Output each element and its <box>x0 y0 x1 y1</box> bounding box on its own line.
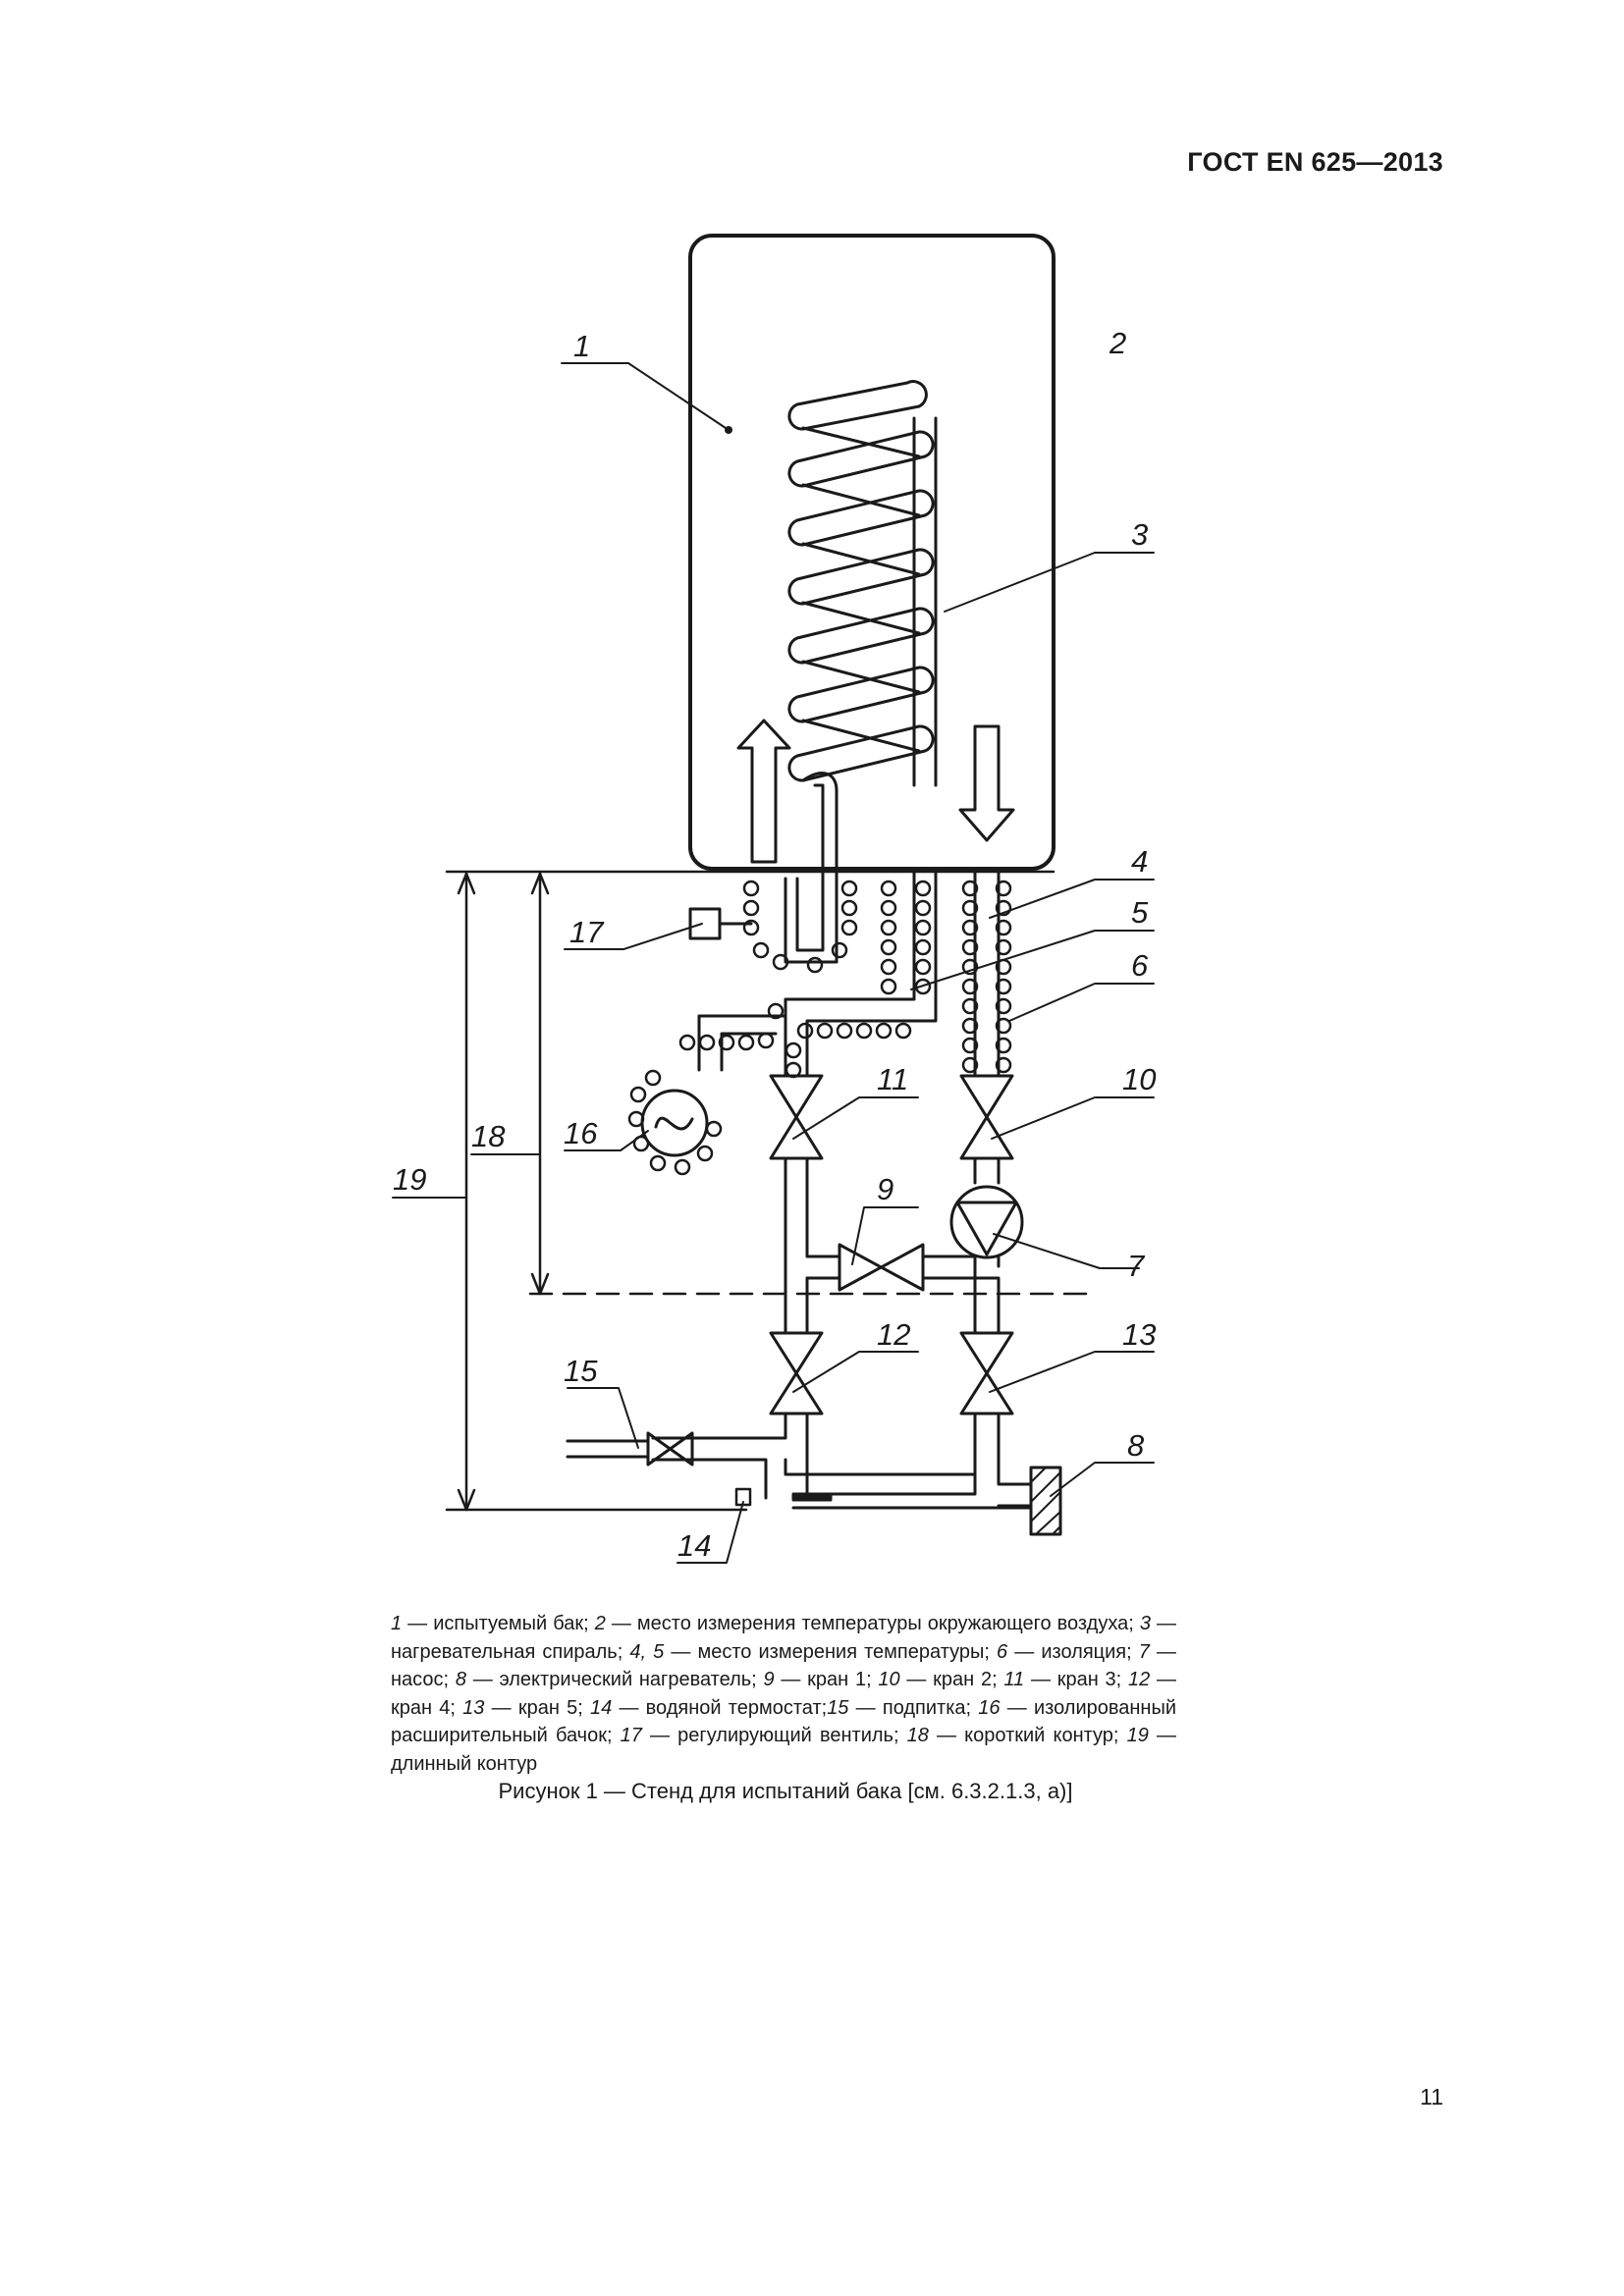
legend-item-text: — электрический нагреватель; <box>465 1669 764 1691</box>
callout-8: 8 <box>1127 1428 1145 1463</box>
callout-17: 17 <box>569 915 605 949</box>
legend-item-text: — длинный контур <box>391 1725 1176 1775</box>
legend-item-text: — кран 2; <box>899 1669 1004 1691</box>
legend-item-text: — насос; <box>391 1640 1176 1691</box>
legend-item-text: — место измерения температуры; <box>664 1640 998 1663</box>
callout-9: 9 <box>877 1172 893 1206</box>
electric-heater <box>1029 1466 1062 1536</box>
supply-pipe <box>697 870 938 1077</box>
return-pipe <box>973 870 1001 1078</box>
legend-item-text: — кран 1; <box>774 1669 879 1691</box>
legend-item-number: 11 <box>1003 1669 1025 1691</box>
dimension-short-loop <box>530 872 550 1296</box>
feed-valve <box>646 1431 694 1467</box>
callout-7: 7 <box>1127 1249 1146 1283</box>
legend-item-text: — место измерения температуры окружающег… <box>605 1613 1140 1634</box>
insulation-return <box>961 880 1012 1074</box>
legend-item-number: 16 <box>978 1696 1001 1719</box>
page-number: 11 <box>1420 2084 1443 2109</box>
legend-item-text: — кран 3; <box>1024 1669 1128 1691</box>
legend-item-number: 6 <box>997 1640 1008 1663</box>
legend-item-number: 13 <box>462 1696 485 1719</box>
legend-item-text: — нагревательная спираль; <box>391 1613 1177 1663</box>
figure-caption: Рисунок 1 — Стенд для испытаний бака [см… <box>498 1779 1073 1803</box>
callout-3: 3 <box>1131 517 1148 552</box>
valve-10 <box>959 1074 1014 1160</box>
legend-item-text: — изоляция; <box>1007 1640 1139 1663</box>
legend-item-number: 2 <box>594 1613 606 1634</box>
valve-11 <box>769 1074 824 1160</box>
callout-1: 1 <box>573 329 590 363</box>
legend-item-number: 17 <box>620 1725 642 1747</box>
feed-line <box>566 1439 650 1459</box>
valve-9 <box>838 1243 925 1292</box>
regulating-valve-box <box>688 907 722 940</box>
legend-item-number: 19 <box>1126 1725 1149 1747</box>
legend-item-number: 15 <box>827 1696 849 1719</box>
pump <box>949 1185 1024 1259</box>
legend-item-text: — короткий контур; <box>928 1725 1127 1747</box>
callout-15: 15 <box>564 1354 598 1388</box>
callout-2: 2 <box>1109 326 1126 360</box>
heating-coil <box>787 380 938 787</box>
insulation-supply <box>678 880 932 1079</box>
callout-4: 4 <box>1131 844 1148 879</box>
callout-6: 6 <box>1131 948 1149 983</box>
standard-header: ГОСТ EN 625—2013 <box>1187 147 1443 177</box>
legend-item-number: 18 <box>906 1725 929 1747</box>
flow-up-arrow <box>736 719 791 864</box>
tank-body <box>688 234 1056 871</box>
legend-item-number: 1 <box>391 1613 403 1634</box>
legend-item-number: 3 <box>1139 1613 1151 1634</box>
callout-12: 12 <box>877 1317 910 1352</box>
legend-item-number: 12 <box>1127 1669 1151 1691</box>
callout-11: 11 <box>877 1062 908 1096</box>
valve-13 <box>959 1331 1014 1415</box>
legend-item-text: — изолированный расширительный бачок; <box>391 1696 1177 1747</box>
legend-item-text: — испытуемый бак; <box>402 1613 595 1634</box>
legend-item-text: — кран 5; <box>484 1696 590 1719</box>
legend-item-number: 14 <box>589 1696 613 1719</box>
legend-item-number: 9 <box>763 1669 775 1691</box>
callout-18: 18 <box>471 1119 506 1153</box>
legend-item-number: 7 <box>1138 1640 1150 1663</box>
legend-item-text: — подпитка; <box>848 1696 979 1719</box>
valve-12 <box>769 1331 824 1415</box>
coil-outlet-loop <box>784 772 839 964</box>
flow-down-arrow <box>958 724 1015 842</box>
callout-5: 5 <box>1131 895 1149 930</box>
callout-19: 19 <box>393 1162 426 1197</box>
legend-item-text: — кран 4; <box>391 1669 1176 1719</box>
callout-10: 10 <box>1122 1062 1156 1096</box>
legend-item-text: — регулирующий вентиль; <box>641 1725 907 1747</box>
legend-item-text: — водяной термостат; <box>612 1696 828 1719</box>
legend-item-number: 10 <box>878 1669 900 1691</box>
leader-lines <box>392 362 1155 1564</box>
callout-14: 14 <box>677 1528 711 1563</box>
expansion-vessel <box>627 1069 723 1176</box>
figure-legend: 1 — испытуемый бак; 2 — место измерения … <box>391 1610 1176 1779</box>
dimension-long-loop <box>445 872 748 1512</box>
legend-item-number: 8 <box>455 1669 466 1691</box>
callout-13: 13 <box>1122 1317 1156 1352</box>
legend-item-number: 4, 5 <box>629 1640 665 1663</box>
callout-16: 16 <box>564 1116 598 1150</box>
